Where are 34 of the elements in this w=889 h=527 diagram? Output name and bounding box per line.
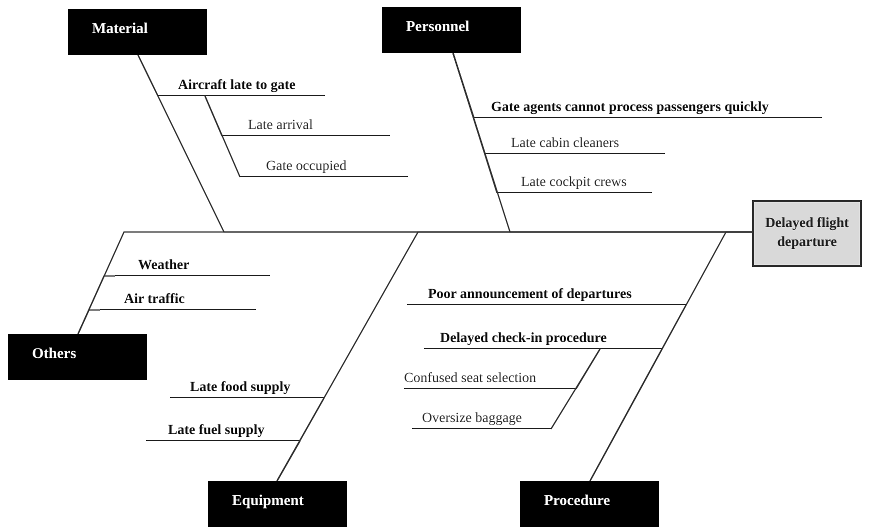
cause-label: Poor announcement of departures: [407, 283, 686, 305]
effect-label: Delayed flight departure: [764, 214, 850, 252]
sub-cause-label: Gate occupied: [240, 155, 408, 177]
fishbone-line: [276, 440, 301, 482]
sub-cause-label: Late cockpit crews: [497, 171, 652, 193]
category-box: [520, 481, 659, 527]
effect-box: [752, 200, 862, 267]
category-box: [382, 7, 521, 53]
category-label: Equipment: [232, 492, 304, 510]
sub-cause-label: Late cabin cleaners: [485, 132, 665, 154]
category-label: Personnel: [406, 18, 470, 36]
cause-label: Late fuel supply: [146, 419, 300, 441]
cause-label: Air traffic: [100, 288, 256, 310]
category-label: Procedure: [544, 492, 610, 510]
category-box: [68, 9, 207, 55]
cause-label: Aircraft late to gate: [158, 74, 325, 96]
fishbone-line: [204, 96, 223, 136]
cause-label: Weather: [115, 254, 270, 276]
category-box: [8, 334, 147, 380]
fishbone-line: [77, 309, 100, 334]
sub-cause-label: Confused seat selection: [404, 367, 576, 389]
category-box: [208, 481, 347, 527]
category-label: Material: [92, 20, 148, 38]
category-label: Others: [32, 346, 76, 362]
sub-cause-label: Oversize baggage: [412, 407, 551, 429]
fishbone-line: [137, 54, 159, 96]
fishbone-line: [204, 96, 241, 178]
fishbone-line: [589, 348, 663, 482]
cause-label: Gate agents cannot process passengers quickly: [474, 96, 822, 118]
cause-label: Delayed check-in procedure: [424, 327, 662, 349]
cause-label: Late food supply: [170, 376, 324, 398]
fishbone-line: [452, 52, 498, 194]
fishbone-line: [550, 348, 601, 430]
sub-cause-label: Late arrival: [222, 114, 390, 136]
